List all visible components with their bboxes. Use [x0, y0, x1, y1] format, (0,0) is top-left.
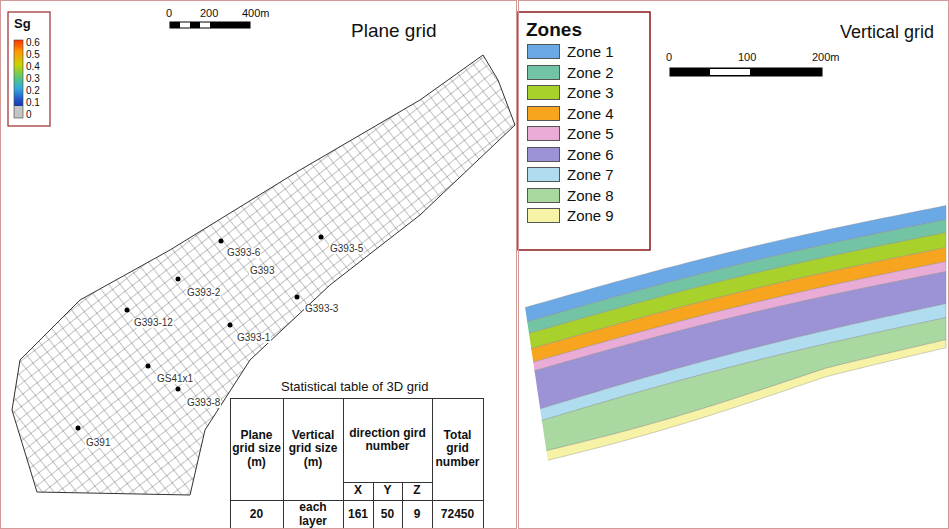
- legend-label: Zone 8: [567, 188, 614, 203]
- table-header: Total grid number: [432, 398, 483, 500]
- zone-layer: [520, 318, 946, 457]
- colorbar-box: [8, 12, 50, 126]
- legend-swatch: [527, 85, 560, 100]
- well-name: G393-12: [133, 318, 174, 328]
- legend-swatch: [527, 188, 560, 203]
- scale-text: 0: [166, 8, 172, 19]
- table-header: Z: [402, 482, 432, 500]
- legend-label: Zone 7: [567, 167, 614, 182]
- legend-label: Zone 1: [567, 44, 614, 59]
- legend-label: Zone 6: [567, 147, 614, 162]
- table-header: Y: [373, 482, 402, 500]
- legend-swatch: [527, 106, 560, 121]
- scale-text: 200m: [812, 52, 840, 63]
- table-title: Statistical table of 3D grid: [281, 380, 428, 393]
- legend-swatch: [527, 167, 560, 182]
- well-name: G393-5: [329, 244, 364, 254]
- well-name: G393-3: [304, 304, 339, 314]
- colorbar-tick: 0.3: [26, 74, 40, 84]
- well-name: G391: [85, 438, 111, 448]
- table-cell: 9: [402, 500, 432, 529]
- table-header: X: [343, 482, 373, 500]
- colorbar-tick: 0.6: [26, 38, 40, 48]
- table-cell: each layer: [283, 500, 343, 529]
- scale-text: 100: [738, 52, 756, 63]
- panel-title: Plane grid: [351, 21, 437, 40]
- table-cell: 72450: [432, 500, 483, 529]
- legend-swatch: [527, 208, 560, 223]
- legend-box: [518, 12, 650, 250]
- table-cell: 20: [230, 500, 283, 529]
- table-cell: 161: [343, 500, 373, 529]
- table-header: Vertical grid size (m): [283, 398, 343, 500]
- colorbar-tick: 0.2: [26, 86, 40, 96]
- colorbar-tick: 0.5: [26, 50, 40, 60]
- well-name: G393-1: [236, 333, 271, 343]
- scale-bar: [670, 68, 822, 76]
- table-lines: [230, 398, 484, 529]
- zone-layer: [520, 340, 946, 467]
- well-name: GS41x1: [156, 374, 194, 384]
- colorbar: [14, 40, 23, 118]
- colorbar-title: Sg: [14, 17, 31, 30]
- legend-swatch: [527, 147, 560, 162]
- table-cell: 50: [373, 500, 402, 529]
- legend-label: Zone 3: [567, 85, 614, 100]
- colorbar-tick: 0: [26, 110, 32, 120]
- scale-bar: [170, 22, 250, 28]
- scale-text: 0: [666, 52, 672, 63]
- well-name: G393-6: [226, 248, 261, 258]
- well-name: G393: [249, 266, 275, 276]
- legend-label: Zone 5: [567, 126, 614, 141]
- legend-swatch: [527, 65, 560, 80]
- legend-swatch: [527, 126, 560, 141]
- colorbar-tick: 0.4: [26, 62, 40, 72]
- colorbar-tick: 0.1: [26, 98, 40, 108]
- legend-label: Zone 4: [567, 106, 614, 121]
- panel-title: Vertical grid: [840, 23, 934, 41]
- table-header: Plane grid size (m): [230, 398, 283, 500]
- scale-text: 400m: [242, 8, 270, 19]
- legend-label: Zone 9: [567, 208, 614, 223]
- table-header: direction gird number: [343, 398, 432, 482]
- well-name: G393-8: [186, 398, 221, 408]
- scale-text: 200: [200, 8, 218, 19]
- legend-title: Zones: [526, 20, 582, 39]
- legend-swatch: [527, 44, 560, 59]
- well-name: G393-2: [186, 288, 221, 298]
- legend-label: Zone 2: [567, 65, 614, 80]
